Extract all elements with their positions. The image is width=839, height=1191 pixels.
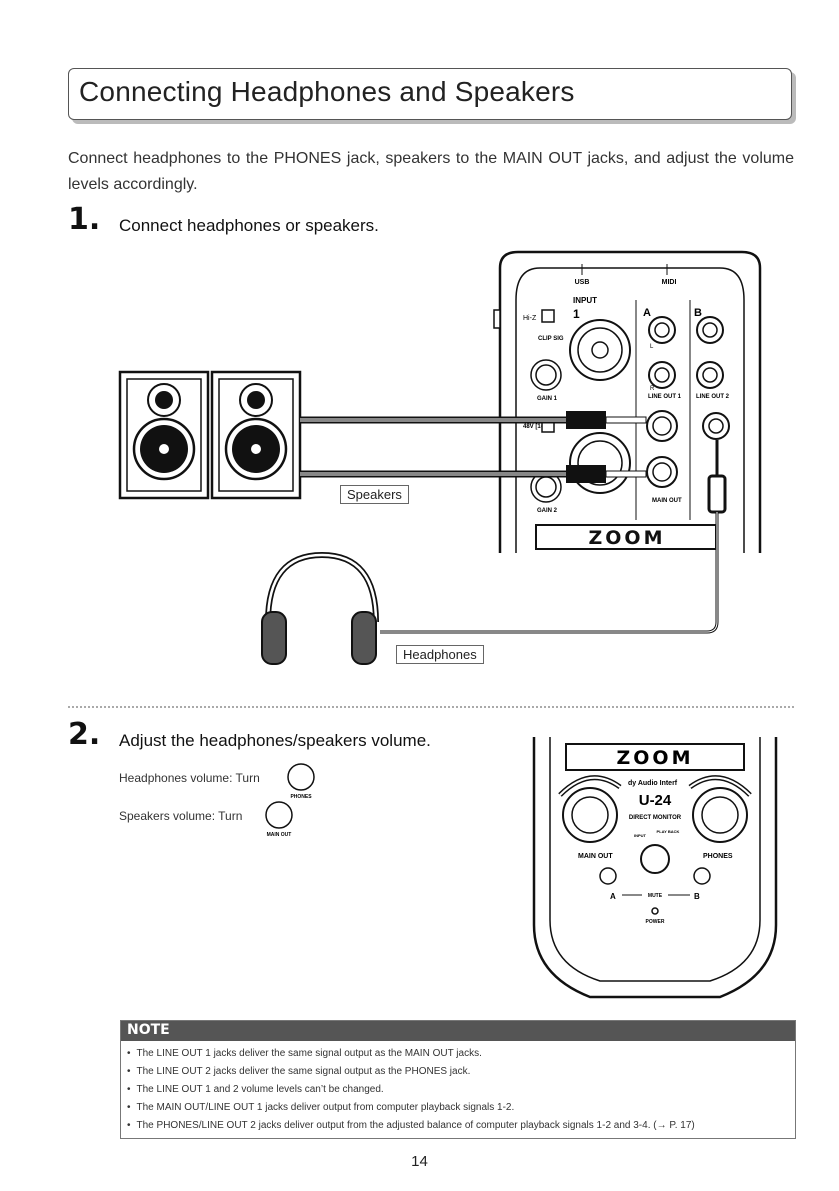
headphones-illustration	[261, 551, 379, 665]
front-phones-label: PHONES	[703, 853, 733, 860]
step-1-number: 1.	[68, 202, 101, 237]
note-item: The PHONES/LINE OUT 2 jacks deliver outp…	[127, 1117, 695, 1135]
power-label: POWER	[646, 919, 665, 925]
headphones-volume-text: Headphones volume: Turn	[119, 771, 260, 785]
mute-a-label: A	[610, 892, 616, 901]
model-label: U-24	[639, 792, 672, 809]
mute-b-label: B	[694, 892, 700, 901]
speaker-left	[118, 370, 210, 500]
l-label-a: L	[650, 344, 654, 350]
step-2-title: Adjust the headphones/speakers volume.	[119, 731, 431, 750]
note-heading: NOTE	[127, 1022, 170, 1038]
audio-interface-label: dy Audio Interf	[628, 780, 678, 787]
note-header: NOTE	[121, 1021, 795, 1041]
intro-paragraph: Connect headphones to the PHONES jack, s…	[68, 150, 794, 193]
direct-monitor-label: DIRECT MONITOR	[629, 815, 682, 821]
note-item: The LINE OUT 1 and 2 volume levels can’t…	[127, 1081, 695, 1099]
section-title-box	[68, 68, 792, 120]
gain-1-label: GAIN 1	[537, 396, 558, 402]
note-item: The MAIN OUT/LINE OUT 1 jacks deliver ou…	[127, 1099, 695, 1117]
gain-2-label: GAIN 2	[537, 508, 558, 514]
main-out-knob-label: MAIN OUT	[267, 832, 292, 838]
dm-playback-label: PLAY BACK	[657, 829, 680, 834]
phones-knob-icon: PHONES	[287, 763, 315, 800]
usb-label: USB	[575, 279, 590, 286]
speaker-right	[210, 370, 302, 500]
connection-illustration: ZOOM USB MIDI INPUT 1 Hi-Z CLIP SIG GAIN…	[118, 250, 762, 665]
input-1-label: 1	[573, 307, 580, 321]
input-label: INPUT	[573, 296, 597, 305]
headphones-callout: Headphones	[396, 645, 484, 664]
audio-interface-front: ZOOM dy Audio Interf U-24 DIRECT MONITOR…	[532, 737, 778, 999]
front-main-out-label: MAIN OUT	[578, 853, 613, 860]
note-list: The LINE OUT 1 jacks deliver the same si…	[127, 1045, 695, 1135]
midi-label: MIDI	[662, 279, 677, 286]
main-out-knob-icon: MAIN OUT	[265, 801, 293, 838]
mute-label: MUTE	[648, 893, 663, 899]
line-out-2-label: LINE OUT 2	[696, 394, 730, 400]
phones-knob-label: PHONES	[290, 794, 312, 800]
speakers-volume-text: Speakers volume: Turn	[119, 809, 243, 823]
section-divider	[68, 706, 794, 708]
output-b-label: B	[694, 307, 702, 319]
step-2-number: 2.	[68, 717, 101, 752]
line-out-1-label: LINE OUT 1	[648, 394, 682, 400]
section-title: Connecting Headphones and Speakers	[79, 76, 575, 107]
headphone-cable	[380, 440, 727, 634]
speaker-cables	[300, 411, 647, 483]
note-item: The LINE OUT 2 jacks deliver the same si…	[127, 1063, 695, 1081]
hiz-label: Hi-Z	[523, 315, 537, 322]
speakers-callout: Speakers	[340, 485, 409, 504]
48v-label: 48V [1-2]	[523, 424, 548, 430]
main-out-label: MAIN OUT	[652, 498, 682, 504]
note-box: NOTE The LINE OUT 1 jacks deliver the sa…	[120, 1020, 796, 1139]
front-logo: ZOOM	[617, 747, 694, 769]
dm-input-label: INPUT	[634, 833, 647, 838]
step-1-title: Connect headphones or speakers.	[119, 216, 379, 235]
r-label-a: R	[650, 386, 655, 392]
output-a-label: A	[643, 307, 651, 319]
audio-interface-rear: ZOOM USB MIDI INPUT 1 Hi-Z CLIP SIG GAIN…	[493, 250, 762, 553]
clip-sig-1-label: CLIP SIG	[538, 336, 564, 342]
note-item: The LINE OUT 1 jacks deliver the same si…	[127, 1045, 695, 1063]
page-number: 14	[411, 1153, 428, 1170]
interface-logo: ZOOM	[589, 527, 666, 549]
